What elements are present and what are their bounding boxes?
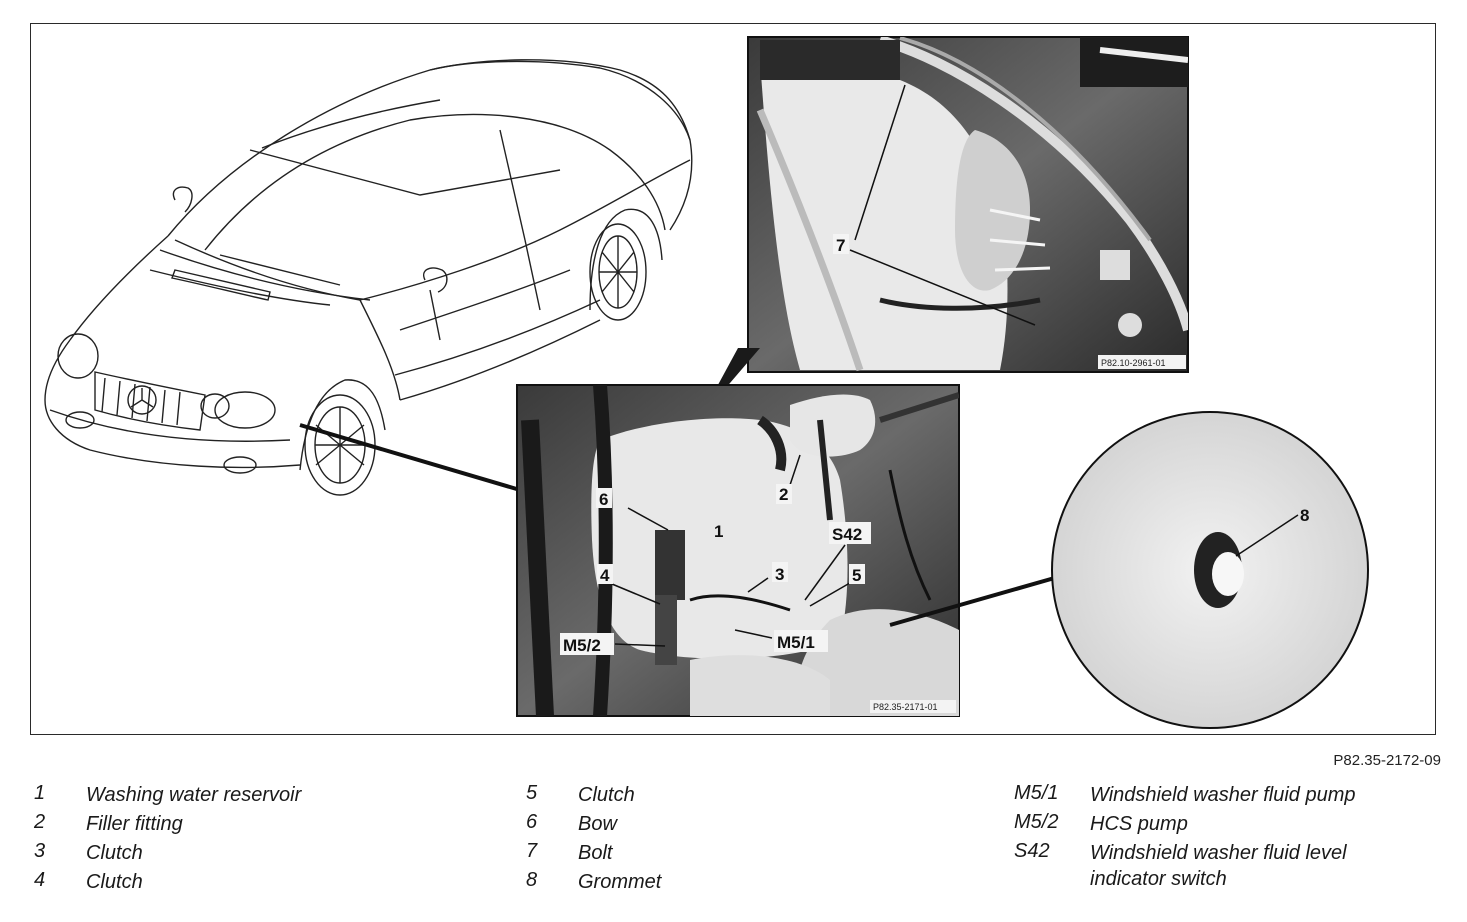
legend-item: M5/1 Windshield washer fluid pump: [1014, 782, 1410, 811]
legend-key: 5: [526, 782, 538, 804]
legend-item: 6 Bow: [526, 811, 661, 840]
legend-text: Windshield washer fluid pump: [1090, 784, 1356, 806]
legend-text: HCS pump: [1090, 813, 1188, 835]
detail-circle: 8: [1051, 411, 1369, 729]
legend-text: Filler fitting: [86, 813, 183, 835]
legend-text: Clutch: [86, 842, 143, 864]
legend-text: Clutch: [86, 871, 143, 893]
legend-key: 7: [526, 840, 538, 862]
car-leader-line: [299, 423, 521, 492]
top-photo-ref: P82.10-2961-01: [1101, 358, 1166, 368]
legend-text: Bow: [578, 813, 617, 835]
legend-item: 4 Clutch: [34, 869, 301, 898]
callout-s42: S42: [832, 525, 862, 544]
callout-6: 6: [599, 490, 608, 509]
legend-text: Clutch: [578, 784, 635, 806]
legend-key: S42: [1014, 840, 1050, 862]
legend-key: 2: [34, 811, 46, 833]
legend-text: Bolt: [578, 842, 613, 864]
legend-item: M5/2 HCS pump: [1014, 811, 1410, 840]
legend-item: S42 Windshield washer fluid level indicat…: [1014, 840, 1410, 890]
legend-key: M5/2: [1014, 811, 1059, 833]
legend-item: 1 Washing water reservoir: [34, 782, 301, 811]
legend-key: 3: [34, 840, 46, 862]
legend-text: Windshield washer fluid level indicator …: [1090, 842, 1347, 890]
legend-key: 4: [34, 869, 46, 891]
legend-key: 6: [526, 811, 538, 833]
callout-1: 1: [714, 522, 723, 541]
center-photo: 6 1 2 S42 5 3 4 M5/2 M5/1 P82.35-2171-01: [516, 384, 960, 717]
figure-reference: P82.35-2172-09: [1333, 752, 1441, 769]
legend-item: 7 Bolt: [526, 840, 661, 869]
legend-column-1: 1 Washing water reservoir 2 Filler fitting…: [34, 782, 301, 898]
callout-3: 3: [775, 565, 784, 584]
legend-text: Washing water reservoir: [86, 784, 302, 806]
legend-item: 3 Clutch: [34, 840, 301, 869]
car-illustration: [44, 59, 693, 496]
callout-8: 8: [1300, 506, 1309, 525]
legend-key: 8: [526, 869, 538, 891]
legend-text: Grommet: [578, 871, 662, 893]
legend-column-2: 5 Clutch 6 Bow 7 Bolt 8 Grommet: [526, 782, 661, 898]
callout-4: 4: [600, 566, 610, 585]
legend-column-3: M5/1 Windshield washer fluid pump M5/2 HCS…: [1014, 782, 1410, 890]
callout-5: 5: [852, 566, 861, 585]
callout-2: 2: [779, 485, 788, 504]
legend-item: 8 Grommet: [526, 869, 661, 898]
legend-item: 5 Clutch: [526, 782, 661, 811]
detail-leader-line: [889, 573, 1066, 627]
legend-key: M5/1: [1014, 782, 1059, 804]
legend-key: 1: [34, 782, 46, 804]
legend: 1 Washing water reservoir 2 Filler fitting…: [0, 782, 1467, 912]
callout-m51: M5/1: [777, 633, 815, 652]
center-photo-ref: P82.35-2171-01: [873, 702, 938, 712]
legend-item: 2 Filler fitting: [34, 811, 301, 840]
callout-7: 7: [836, 236, 845, 255]
top-photo: 7 P82.10-2961-01: [747, 36, 1189, 373]
callout-m52: M5/2: [563, 636, 601, 655]
